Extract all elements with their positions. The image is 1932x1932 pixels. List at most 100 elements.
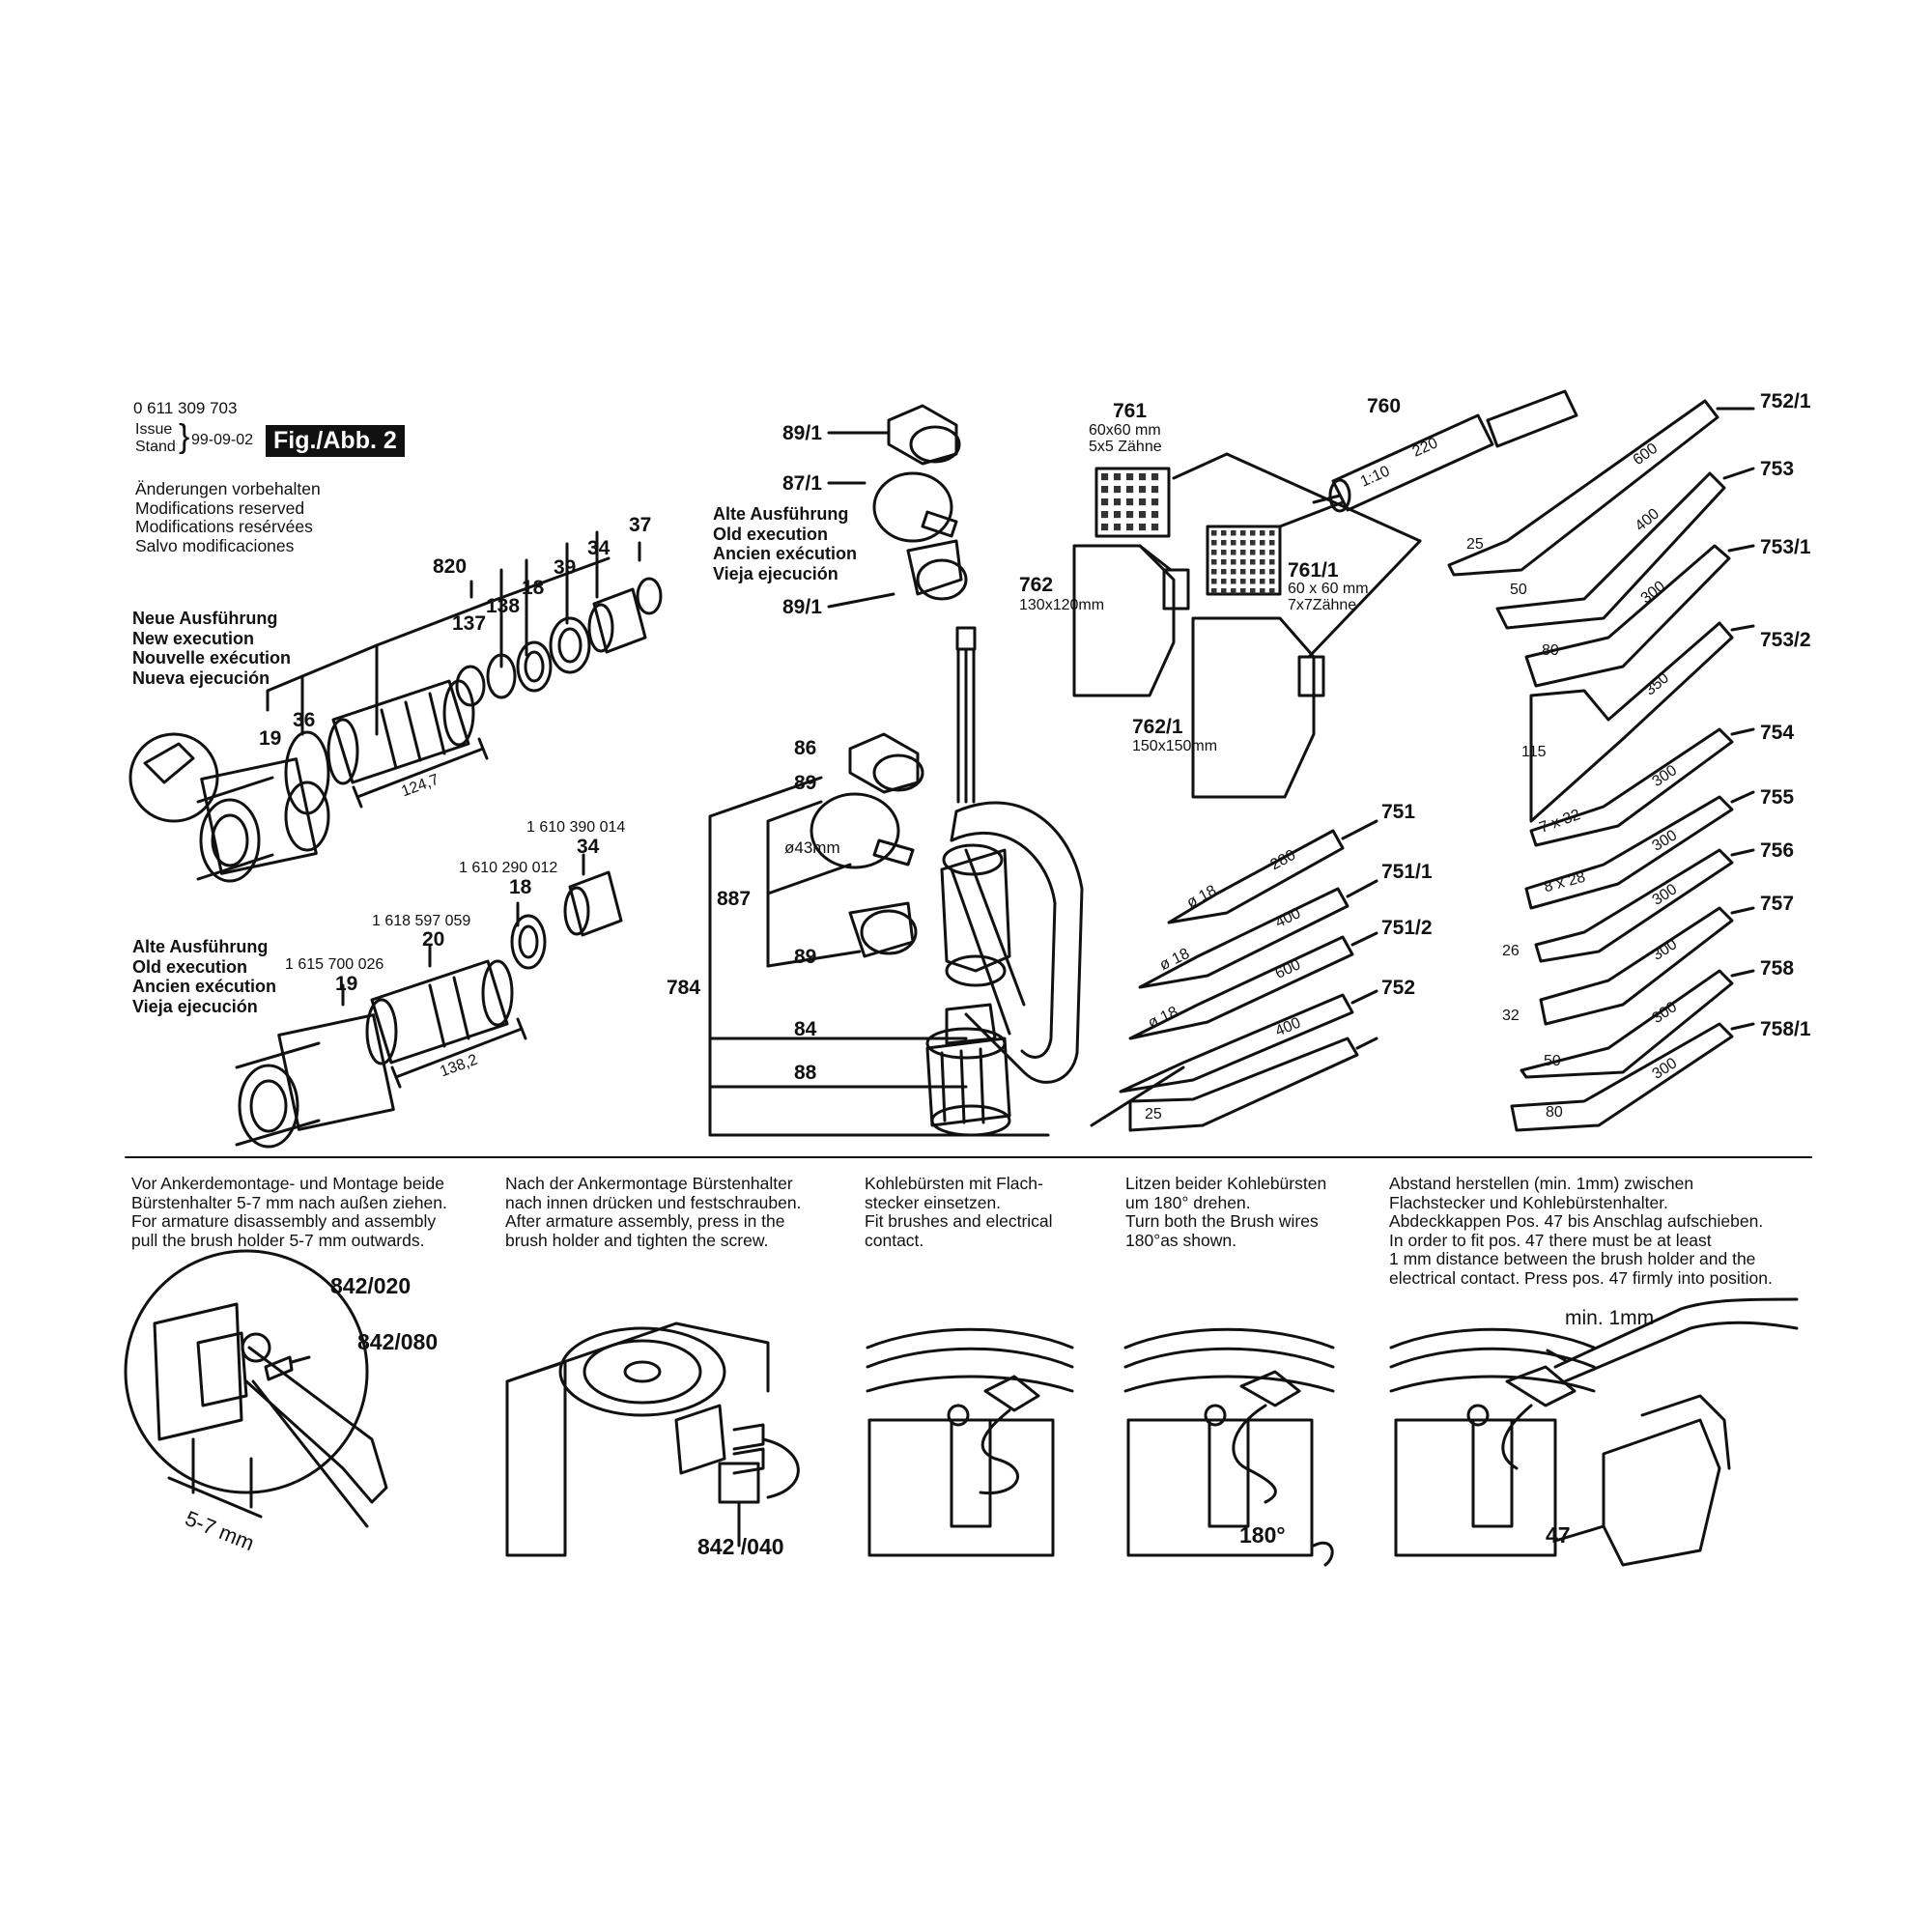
pad-tooth — [1240, 550, 1246, 555]
pad-tooth — [1151, 498, 1159, 506]
mid-chisels — [1090, 819, 1378, 1132]
issue-date: 99-09-02 — [191, 432, 254, 448]
handle-assembly — [708, 404, 1084, 1137]
pad-tooth — [1126, 524, 1134, 531]
pad-tooth — [1221, 569, 1227, 575]
pad-tooth — [1260, 530, 1265, 536]
pad-tooth — [1231, 530, 1236, 536]
pad-tooth — [1250, 540, 1256, 546]
label-18-old: 18 — [509, 876, 532, 898]
label-755: 755 — [1760, 786, 1795, 809]
pad-tooth — [1211, 579, 1217, 584]
label-753: 753 — [1760, 458, 1795, 480]
label-34: 34 — [587, 537, 611, 559]
label-84: 84 — [794, 1018, 817, 1040]
width-758: 50 — [1544, 1053, 1561, 1069]
label-180-degrees: 180° — [1239, 1522, 1286, 1548]
label-753-1: 753/1 — [1760, 536, 1811, 558]
pad-tooth — [1240, 579, 1246, 584]
label-37: 37 — [629, 514, 652, 536]
pad-tooth — [1231, 540, 1236, 546]
right-chisels — [1447, 399, 1755, 1132]
pad-tooth — [1126, 486, 1134, 494]
label-756: 756 — [1760, 839, 1795, 862]
pad-tooth — [1211, 530, 1217, 536]
pad-tooth — [1114, 498, 1122, 506]
label-752: 752 — [1381, 977, 1416, 999]
pad-tooth — [1126, 511, 1134, 519]
bushing-tools — [1072, 389, 1578, 799]
label-min-1mm: min. 1mm — [1565, 1307, 1655, 1329]
pad-tooth — [1221, 588, 1227, 594]
pad-tooth — [1260, 550, 1265, 555]
pad-tooth — [1250, 559, 1256, 565]
pad-tooth — [1260, 569, 1265, 575]
pad-tooth — [1101, 486, 1109, 494]
pad-tooth — [1151, 473, 1159, 481]
part-number-34: 1 610 390 014 — [526, 819, 626, 836]
label-138: 138 — [486, 595, 521, 617]
label-89-1-top: 89/1 — [782, 422, 822, 444]
pad-tooth — [1101, 524, 1109, 531]
instruction-step-3: Kohlebürsten mit Flach-stecker einsetzen… — [865, 1174, 1053, 1250]
pad-tooth — [1240, 559, 1246, 565]
pad-tooth — [1250, 550, 1256, 555]
pad-tooth — [1231, 559, 1236, 565]
label-842-020: 842/020 — [330, 1273, 412, 1298]
new-execution-assembly — [128, 530, 663, 883]
width-752-1: 25 — [1466, 536, 1484, 553]
size-761-1: 60 x 60 mm — [1288, 581, 1369, 597]
label-87-1: 87/1 — [782, 472, 822, 495]
label-784: 784 — [667, 977, 701, 999]
label-761: 761 — [1113, 400, 1148, 422]
pad-tooth — [1260, 588, 1265, 594]
pad-tooth — [1240, 588, 1246, 594]
pad-tooth — [1250, 569, 1256, 575]
pad-tooth — [1269, 550, 1275, 555]
size-762: 130x120mm — [1019, 597, 1105, 613]
width-758-1: 80 — [1546, 1104, 1563, 1121]
label-20: 20 — [422, 928, 445, 951]
brace-glyph: } — [179, 418, 190, 455]
label-842-040: 842 /040 — [697, 1534, 784, 1559]
width-753-2: 115 — [1521, 744, 1547, 760]
label-754: 754 — [1760, 722, 1795, 744]
size-761: 60x60 mm — [1089, 422, 1161, 439]
modifications-notice: Änderungen vorbehalten Modifications res… — [135, 479, 321, 555]
pad-tooth — [1211, 550, 1217, 555]
teeth-761: 5x5 Zähne — [1089, 439, 1162, 455]
pad-tooth — [1260, 540, 1265, 546]
pad-tooth — [1260, 559, 1265, 565]
width-753: 50 — [1510, 582, 1527, 598]
pad-tooth — [1151, 511, 1159, 519]
issue-label: Issue — [135, 421, 173, 438]
pad-teeth — [1101, 473, 1275, 594]
pad-tooth — [1250, 579, 1256, 584]
width-756: 26 — [1502, 943, 1520, 959]
pad-tooth — [1126, 498, 1134, 506]
pad-tooth — [1221, 550, 1227, 555]
pad-tooth — [1211, 559, 1217, 565]
label-842-080: 842/080 — [357, 1329, 439, 1354]
pad-tooth — [1231, 579, 1236, 584]
label-761-1: 761/1 — [1288, 559, 1339, 582]
pad-tooth — [1114, 486, 1122, 494]
part-number: 0 611 309 703 — [133, 399, 238, 417]
label-19-old: 19 — [335, 973, 358, 995]
pad-tooth — [1269, 569, 1275, 575]
pad-tooth — [1151, 486, 1159, 494]
label-762: 762 — [1019, 574, 1054, 596]
part-number-18: 1 610 290 012 — [459, 860, 558, 876]
pad-tooth — [1231, 588, 1236, 594]
pad-tooth — [1269, 579, 1275, 584]
width-753-1: 80 — [1542, 642, 1559, 659]
pad-tooth — [1211, 569, 1217, 575]
diameter-43mm: ø43mm — [784, 838, 840, 857]
brush-holder-illustrations — [124, 1249, 1799, 1567]
label-18: 18 — [522, 577, 545, 599]
